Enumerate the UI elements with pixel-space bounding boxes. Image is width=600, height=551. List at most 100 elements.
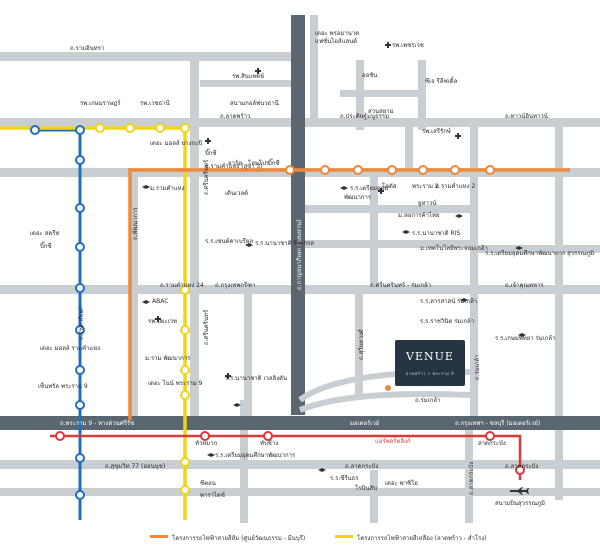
road-label: แอร์พอร์ตลิงก์	[375, 438, 411, 445]
graduation-cap-icon	[515, 246, 523, 250]
place-label: เดินเวลต์	[225, 190, 249, 197]
road-label: ถ.รัชดาภิเษก	[78, 306, 85, 340]
road-label: ถ.ทาวน์อินทาวน์	[505, 113, 548, 120]
road-label: ถ.รามอินทรา	[70, 45, 105, 52]
place-label: พาราไดซ์	[200, 492, 225, 499]
place-label: เดอะ สตรีท	[30, 230, 60, 237]
cross-icon	[385, 42, 391, 48]
place-label: บิ๊กซี	[205, 150, 217, 157]
airplane-icon	[510, 487, 529, 495]
place-label: เซ็นทรัล พระราม 9	[38, 383, 88, 390]
place-label: สวนสยาม	[368, 108, 394, 115]
place-label: ร.ร.นานาชาติ ฟิลเกรส	[255, 240, 314, 247]
road-label: มอเตอร์เวย์	[350, 420, 380, 427]
place-label: ซีคอน	[200, 480, 216, 487]
place-label: สนามบินสุวรรณภูมิ	[495, 500, 545, 507]
road-label: ถ.กรุงเทพฯ - ชลบุรี (มอเตอร์เวย์)	[455, 420, 541, 427]
place-label: เดอะ พรอมานาด	[315, 30, 360, 37]
road-label: ถ.ลาดกระบัง	[505, 463, 539, 470]
road-label: ถ.กาญจนาภิเษก (วงแหวน)	[296, 219, 303, 290]
cross-icon	[255, 68, 261, 74]
place-label: บิ๊กซี	[40, 243, 52, 250]
place-label: โฮมโปร	[248, 160, 270, 167]
road-srinakarin-romklao	[300, 285, 600, 294]
graduation-cap-icon	[207, 453, 215, 457]
road-label: ถ.ศรีนครินทร์	[203, 159, 210, 195]
place-label: ม.หอการค้าไทย	[398, 212, 440, 219]
place-label: หัวหมาก	[195, 440, 218, 447]
place-label: รพ.เกษมราษฎร์	[80, 100, 121, 107]
legend-orange-label: โครงการรถไฟฟ้าสายสีส้ม (ศูนย์วัฒนธรรม - …	[172, 535, 306, 542]
place-label: บิ๊กซี	[268, 160, 280, 167]
place-label: รพ.ปิยะเวท	[148, 318, 178, 325]
place-label: ร.ร.นานาชาติ RIS	[412, 230, 461, 237]
place-label: ทับช้าง	[260, 440, 279, 447]
place-label: แฟชั่นไอส์แลนด์	[315, 38, 358, 45]
road-romklao	[470, 125, 478, 425]
place-label: รพ.เพชรเวช	[392, 42, 424, 49]
place-label: เดอะ ไนน์ พระราม 9	[148, 380, 203, 387]
place-label: ม.เทคโนโลยีพระจอมเกล้า	[420, 245, 488, 252]
place-label: ออชัน	[362, 72, 378, 79]
road-label: ถ.สุขุมวิท 77 (อ่อนนุช)	[105, 463, 166, 470]
road-label: ถ.ศรีนครินทร์ - ร่มเกล้า	[370, 282, 432, 289]
cross-icon	[205, 138, 211, 144]
road-label: ถ.ร่มเกล้า	[415, 397, 441, 404]
road-rama9-expressway	[0, 416, 600, 430]
road-srinakarin-west	[190, 60, 199, 420]
place-label: เดอะ พาซิโอ	[385, 480, 418, 487]
road-label: ถ.ลาดพร้าว	[220, 113, 251, 120]
graduation-cap-icon	[455, 214, 463, 218]
venue-subtitle: ลาดพร้าว • พระราม 9	[405, 371, 455, 376]
place-label: พัฒนาการ	[344, 194, 372, 201]
place-label: ร.ร.นานาชาติ เวลลิงตัน	[225, 375, 288, 382]
road-label: ถ.ลาดกระบัง	[468, 461, 475, 495]
graduation-cap-icon	[233, 403, 241, 407]
cross-icon	[378, 188, 384, 194]
road-label: ถ.เจ้าคุณทหาร	[505, 282, 544, 289]
road-sereethai	[300, 118, 600, 127]
road-kanchanaphisek	[291, 15, 305, 415]
graduation-cap-icon	[142, 300, 150, 304]
place-label: ยูทาวน์	[418, 200, 437, 207]
place-label: ม.รามคำแหง	[150, 185, 185, 192]
legend-yellow-label: โครงการรถไฟฟ้าสายสีเหลือง (ลาดพร้าว - สำ…	[357, 535, 487, 542]
road-label: ถ.พัฒนาการ	[132, 207, 139, 240]
road-sukhumvit-77	[0, 460, 600, 469]
venue-badge[interactable]: VENUE ลาดพร้าว • พระราม 9	[395, 340, 465, 386]
place-label: โลตัส	[382, 183, 397, 190]
place-label: ฮาร์ต	[228, 160, 243, 167]
road-label: ถ.รามคำแหง (สุขา 3)	[205, 163, 263, 170]
road-motorway-link	[310, 15, 318, 125]
graduation-cap-icon	[245, 243, 253, 247]
place-label: ร.ร.เกษมพิทยา ร่มเกล้า	[495, 335, 556, 342]
road-ramintra	[0, 52, 300, 61]
road-chalong-rat	[130, 175, 138, 420]
graduation-cap-icon	[340, 186, 348, 190]
place-label: ร.ร.ราชวินิต ร่มเกล้า	[420, 318, 475, 325]
map-legend: โครงการรถไฟฟ้าสายสีส้ม (ศูนย์วัฒนธรรม - …	[0, 523, 600, 551]
road-label: ถ.พระราม 9 - ทางด่วนศรีรัช	[60, 420, 135, 427]
place-label: เดอะ มอลล์ บางกะปิ	[150, 140, 203, 147]
road-label: ถ.กรุงเทพกรีฑา	[215, 282, 256, 289]
place-label: ร.ร.เซนต์คาเบรียล	[205, 238, 254, 245]
road-ramkhamhaeng-24	[0, 285, 300, 294]
station-blue	[30, 125, 40, 135]
graduation-cap-icon	[318, 468, 326, 472]
road-label: ถ.ร่มเกล้า	[474, 354, 481, 380]
venue-marker-dot	[385, 385, 391, 391]
place-label: รพ.สินแพทย์	[232, 73, 265, 80]
graduation-cap-icon	[402, 230, 410, 234]
place-label: รพ.เวชธานี	[140, 100, 170, 107]
orange-line-swatch	[150, 535, 168, 538]
place-label: ร.ร.เตรียมอุดม	[350, 185, 389, 192]
place-label: เดอะ มอลล์ รามคำแหง	[40, 345, 101, 352]
place-label: พระราม 2	[412, 183, 439, 190]
road-label: ถ.ลาดกระบัง	[345, 463, 379, 470]
place-label: ซีเจ รีลีฟเดิ้ล	[425, 78, 458, 85]
graduation-cap-icon	[518, 333, 526, 337]
place-label: ร.ร.ซีรีนธร	[330, 475, 359, 482]
road-label: ถ.ประดิษฐ์มนูธรรม	[340, 113, 390, 120]
graduation-cap-icon	[460, 298, 468, 302]
